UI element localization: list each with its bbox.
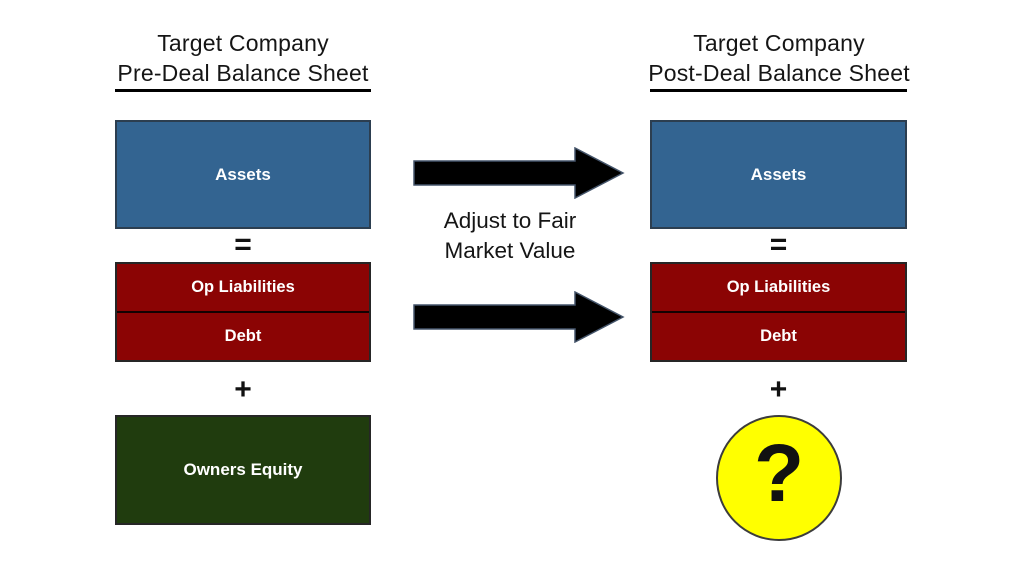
question-circle: ? (716, 415, 842, 541)
post-deal-equals-symbol: = (769, 228, 788, 261)
pre-deal-liabilities-box: Op Liabilities Debt (115, 262, 371, 362)
pre-deal-assets-box: Assets (115, 120, 371, 229)
pre-deal-title-underline (115, 89, 371, 92)
post-deal-title: Target Company Post-Deal Balance Sheet (614, 28, 944, 88)
pre-deal-owners-equity-label: Owners Equity (183, 460, 303, 479)
adjust-annotation: Adjust to Fair Market Value (404, 206, 616, 266)
question-mark: ? (753, 428, 805, 519)
pre-deal-plus-symbol: + (234, 373, 252, 406)
pre-deal-debt-label: Debt (224, 327, 262, 345)
post-deal-liabilities-box: Op Liabilities Debt (650, 262, 907, 362)
pre-deal-title: Target Company Pre-Deal Balance Sheet (78, 28, 408, 88)
post-deal-assets-label: Assets (750, 164, 807, 184)
pre-deal-assets-label: Assets (215, 164, 271, 184)
post-deal-op-liabilities-label: Op Liabilities (652, 264, 905, 313)
pre-deal-equals-symbol: = (234, 228, 252, 261)
adjust-annotation-line1: Adjust to Fair (443, 208, 577, 233)
pre-deal-op-liabilities-label: Op Liabilities (117, 264, 369, 313)
post-deal-debt-label: Debt (760, 327, 797, 345)
right-arrow-icon (413, 291, 625, 343)
pre-deal-title-line1: Target Company (157, 30, 329, 56)
pre-deal-owners-equity-box: Owners Equity (115, 415, 371, 525)
post-deal-title-line2: Post-Deal Balance Sheet (648, 60, 910, 86)
post-deal-plus-symbol: + (769, 373, 788, 406)
adjust-annotation-line2: Market Value (444, 238, 576, 263)
post-deal-title-line1: Target Company (693, 30, 865, 56)
post-deal-assets-box: Assets (650, 120, 907, 229)
right-arrow-icon (413, 147, 625, 199)
pre-deal-title-line2: Pre-Deal Balance Sheet (117, 60, 369, 86)
post-deal-title-underline (650, 89, 907, 92)
